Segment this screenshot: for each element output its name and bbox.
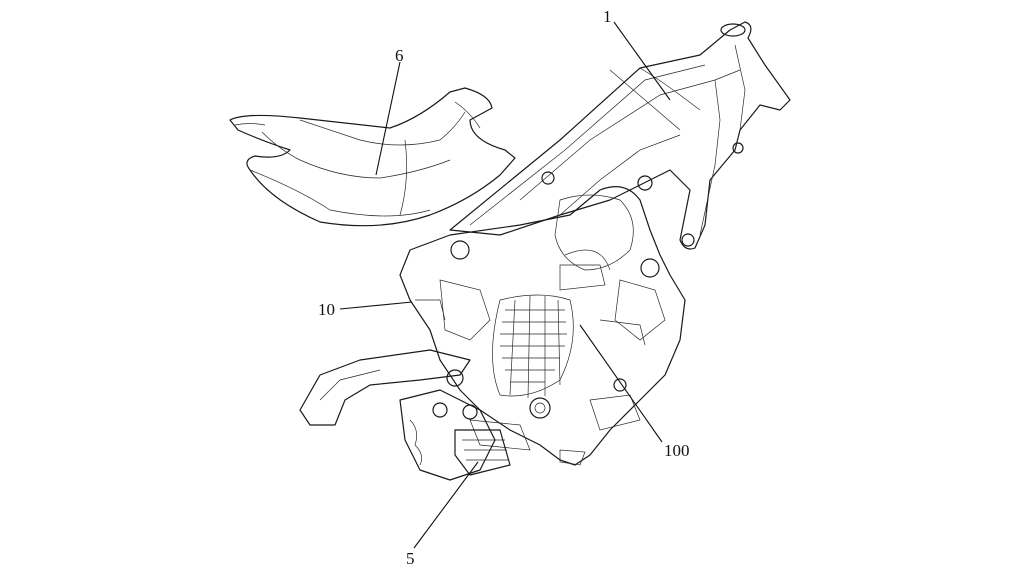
frame-drawing bbox=[449, 21, 791, 250]
leader-line-5 bbox=[413, 461, 479, 549]
leader-lines bbox=[339, 21, 671, 549]
reference-label-engine: 100 bbox=[664, 441, 690, 460]
leader-line-6 bbox=[375, 61, 401, 176]
leader-line-1 bbox=[613, 21, 671, 101]
leader-line-10 bbox=[339, 301, 413, 310]
engine-drawing bbox=[399, 186, 686, 466]
footrest-drawing bbox=[299, 349, 511, 481]
seat-drawing bbox=[229, 87, 516, 227]
reference-label-frame: 1 bbox=[603, 7, 612, 26]
reference-label-footrest: 5 bbox=[406, 549, 415, 568]
reference-label-seat: 6 bbox=[395, 46, 404, 65]
reference-label-pivot: 10 bbox=[318, 300, 335, 319]
leader-line-100 bbox=[579, 324, 663, 443]
